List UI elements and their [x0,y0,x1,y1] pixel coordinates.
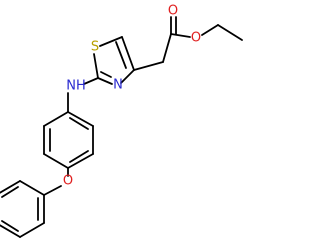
amine-linker [67,77,99,113]
bond-c4-ch2 [133,61,164,71]
bond-c2-nh [83,77,99,85]
bond-ch2-ch3 [217,24,243,41]
bond-r2-e [0,180,21,194]
bond-oether-phenyl [43,185,62,196]
bond-ch2-carbonyl [162,33,172,63]
bond-r2-b [19,222,45,238]
bond-n3-c2 [97,77,113,85]
bond-n3-c2-double [100,71,112,78]
bond-r2-c [0,224,21,238]
bond-r2-inner-2 [1,220,19,232]
structure-canvas: S N NH O O O [0,4,243,238]
ester-oxygen-label: O [191,31,201,46]
amine-nh-label: NH [66,79,86,94]
phenylene-ring [43,111,94,169]
ethyl-acetate-chain [133,16,243,71]
bond-c4-n3 [120,69,135,84]
bond-c2-s [93,53,99,79]
bond-c5-c4 [121,36,135,71]
bond-c5-c4-double [115,41,127,69]
sulfur-atom-label: S [91,40,99,55]
bond-r1-c [67,153,94,169]
molecule-drawing: S N NH O O O [0,4,243,238]
bond-r1-inner-2 [69,150,89,163]
ring-nitrogen-label: N [113,78,123,93]
bond-r1-d [43,153,69,169]
bond-r1-f [43,111,69,127]
ether-linker [43,167,69,196]
bond-r1-a [67,111,94,127]
bond-r2-inner-3 [1,186,19,198]
bond-r2-f [19,180,45,196]
carbonyl-oxygen-label: O [168,4,178,19]
bond-s-c5 [99,36,123,47]
bond-carbonyl-oester [170,33,191,38]
atom-labels: S N NH O O O [63,4,201,189]
phenyl-ring [0,180,45,238]
bond-oester-ch2 [201,24,219,36]
ether-oxygen-label: O [63,174,73,189]
bond-r1-inner-1 [69,117,89,130]
thiazole-ring [93,36,135,85]
